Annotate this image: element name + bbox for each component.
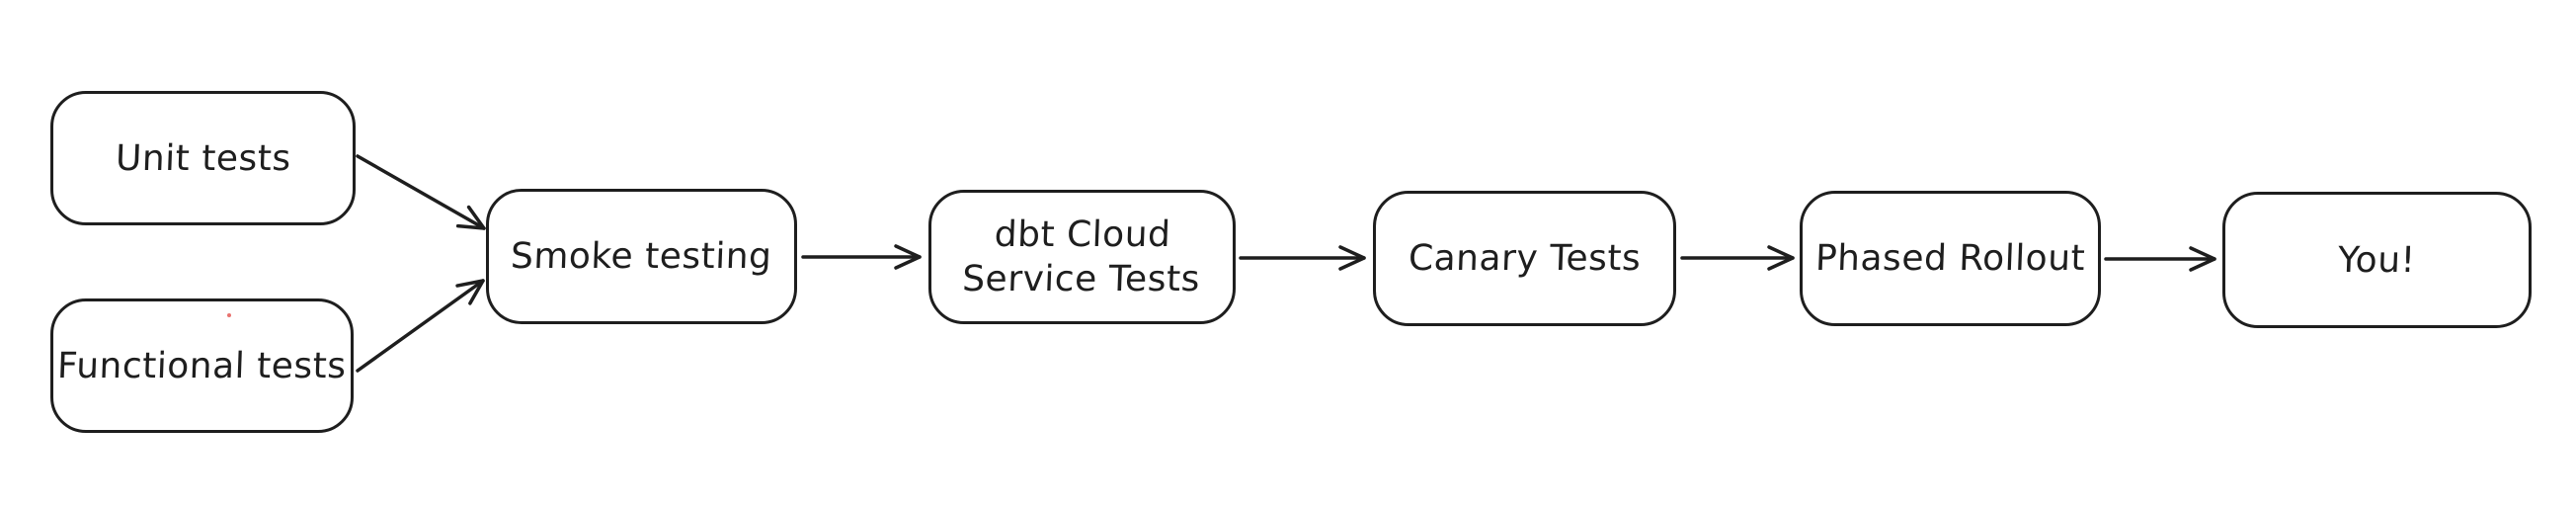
node-smoke-testing-label: Smoke testing [510,236,773,277]
node-phased-rollout: Phased Rollout [1800,191,2101,326]
node-unit-tests-label: Unit tests [114,137,292,179]
arrow-unit-to-smoke [356,154,486,230]
arrow-functional-to-smoke [356,279,485,373]
node-smoke-testing: Smoke testing [486,189,797,324]
node-functional-tests-label: Functional tests [56,345,348,386]
node-you: You! [2222,192,2532,328]
node-dbt-cloud-service-tests-label: dbt Cloud Service Tests [961,214,1201,299]
node-canary-tests: Canary Tests [1373,191,1676,326]
node-canary-tests-label: Canary Tests [1408,238,1642,279]
stray-red-dot [227,313,231,317]
node-unit-tests: Unit tests [50,91,356,225]
node-phased-rollout-label: Phased Rollout [1814,238,2086,279]
node-functional-tests: Functional tests [50,298,354,433]
node-you-label: You! [2337,239,2417,281]
node-dbt-cloud-service-tests: dbt Cloud Service Tests [928,190,1236,324]
